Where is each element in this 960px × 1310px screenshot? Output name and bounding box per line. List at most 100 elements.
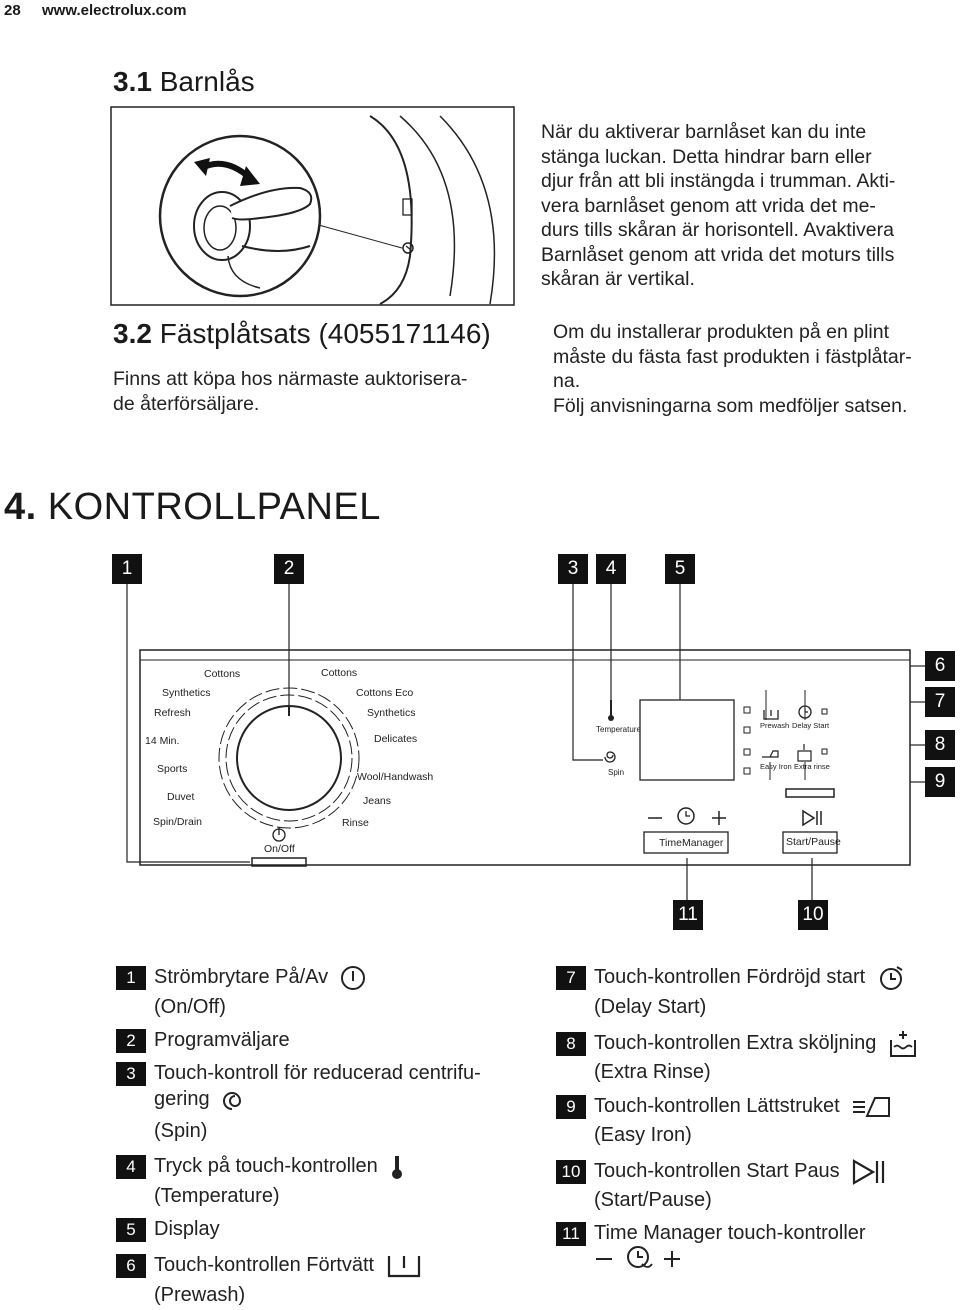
thermometer-icon xyxy=(392,1155,403,1179)
section-3-1-line: När du aktiverar barnlåset kan du inte xyxy=(541,121,867,143)
legend-item-5: 5 Display xyxy=(116,1214,220,1244)
program-label: Synthetics xyxy=(162,687,211,699)
legend-sub-row: gering xyxy=(154,1088,243,1111)
section-3-2-number: 3.2 xyxy=(113,318,152,349)
callout-1: 1 xyxy=(112,554,142,584)
section-3-2-left-text: Finns att köpa hos närmaste auktorisera-… xyxy=(113,367,533,416)
callout-11: 11 xyxy=(673,900,703,930)
section-3-1-line: Barnlåset genom att vrida det moturs til… xyxy=(541,243,895,266)
legend-number: 1 xyxy=(116,965,146,990)
legend-number: 7 xyxy=(556,965,586,990)
legend-item-3: 3 Touch-kontroll för reducerad centrifu- xyxy=(116,1058,481,1088)
spin-icon xyxy=(223,1091,242,1110)
legend-sub: (Easy Iron) xyxy=(594,1124,692,1146)
program-label: Jeans xyxy=(363,795,392,807)
program-label: Wool/Handwash xyxy=(357,771,434,783)
site-url: www.electrolux.com xyxy=(42,2,187,19)
section-3-1-line: skåran är vertikal. xyxy=(541,268,695,290)
section-3-1-line: durs tills skåran är horisontell. Avakti… xyxy=(541,219,894,241)
section-3-1-title: Barnlås xyxy=(159,66,255,97)
extra-rinse-label: Extra rinse xyxy=(794,762,830,771)
legend-text: Touch-kontrollen Extra sköljning xyxy=(594,1032,877,1054)
extra-rinse-icon xyxy=(889,1030,916,1057)
legend-number: 9 xyxy=(556,1094,586,1119)
section-4-title: KONTROLLPANEL xyxy=(47,486,381,528)
legend-item-10: 10 Touch-kontrollen Start Paus xyxy=(556,1156,887,1186)
program-label: 14 Min. xyxy=(145,735,180,747)
callout-2: 2 xyxy=(274,554,304,584)
legend-text: Touch-kontroll för reducerad centrifu- xyxy=(154,1062,481,1084)
legend-item-4: 4 Tryck på touch-kontrollen xyxy=(116,1151,405,1181)
legend-sub: (Prewash) xyxy=(154,1284,246,1306)
callout-9: 9 xyxy=(925,767,955,797)
legend-sub: (Start/Pause) xyxy=(594,1189,712,1211)
section-3-2-left-line: de återförsäljare. xyxy=(113,392,260,415)
time-manager-icon xyxy=(596,1246,680,1268)
callout-3: 3 xyxy=(558,554,588,584)
legend-item-7: 7 Touch-kontrollen Fördröjd start xyxy=(556,962,905,992)
section-3-2-right-line: Om du installerar produkten på en plint xyxy=(553,321,890,343)
easy-iron-icon xyxy=(853,1096,891,1117)
section-3-2-right-line: na. xyxy=(553,370,581,392)
callout-7: 7 xyxy=(925,687,955,717)
temperature-label: Temperature xyxy=(596,725,641,734)
section-3-2-heading: 3.2 Fästplåtsats (4055171146) xyxy=(113,318,491,350)
callout-8: 8 xyxy=(925,730,955,760)
legend-sub: (On/Off) xyxy=(154,996,226,1018)
start-pause-label: Start/Pause xyxy=(786,836,841,848)
legend-item-8: 8 Touch-kontrollen Extra sköljning xyxy=(556,1028,918,1058)
legend-item-9: 9 Touch-kontrollen Lättstruket xyxy=(556,1091,899,1121)
program-label: Sports xyxy=(157,763,188,775)
section-4-number: 4. xyxy=(4,486,37,528)
callout-6: 6 xyxy=(925,651,955,681)
program-label: Spin/Drain xyxy=(153,816,203,828)
section-3-1-line: djur från att bli instängda i trumman. A… xyxy=(541,170,896,192)
start-pause-icon xyxy=(853,1158,885,1185)
power-icon xyxy=(340,965,365,990)
section-3-1-line: vera barnlåset genom att vrida det me- xyxy=(541,194,876,217)
program-label: Delicates xyxy=(374,733,418,745)
control-panel-diagram xyxy=(126,584,925,900)
legend-text: Time Manager touch-kontroller xyxy=(594,1222,866,1244)
time-manager-label: TimeManager xyxy=(659,837,724,849)
section-3-1-heading: 3.1 Barnlås xyxy=(113,66,255,98)
section-3-2-right-line: Följ anvisningarna som medföljer satsen. xyxy=(553,394,908,417)
on-off-label: On/Off xyxy=(264,843,295,855)
section-3-2-right-line: måste du fästa fast produkten i fästplåt… xyxy=(553,345,912,368)
section-3-2-right-text: Om du installerar produkten på en plint … xyxy=(553,320,953,418)
program-label: Synthetics xyxy=(367,707,416,719)
legend-number: 8 xyxy=(556,1031,586,1056)
section-3-2-title: Fästplåtsats (4055171146) xyxy=(159,318,491,349)
program-label: Refresh xyxy=(154,707,191,719)
legend-number: 11 xyxy=(556,1221,586,1246)
legend-text: Touch-kontrollen Fördröjd start xyxy=(594,966,866,988)
page-number: 28 xyxy=(4,2,21,19)
legend-text: Display xyxy=(154,1218,220,1240)
legend-sub: (Delay Start) xyxy=(594,996,707,1018)
callout-4: 4 xyxy=(596,554,626,584)
legend-text: Tryck på touch-kontrollen xyxy=(154,1155,378,1177)
legend-number: 3 xyxy=(116,1061,146,1086)
legend-number: 4 xyxy=(116,1154,146,1179)
legend-item-1: 1 Strömbrytare På/Av xyxy=(116,962,366,992)
spin-label: Spin xyxy=(608,768,625,777)
section-3-1-number: 3.1 xyxy=(113,66,152,97)
legend-number: 2 xyxy=(116,1028,146,1053)
legend-sub: gering xyxy=(154,1088,210,1110)
legend-item-6: 6 Touch-kontrollen Förtvätt xyxy=(116,1250,422,1280)
section-3-2-left-line: Finns att köpa hos närmaste auktorisera- xyxy=(113,368,468,390)
legend-text: Touch-kontrollen Start Paus xyxy=(594,1160,840,1182)
program-label: Rinse xyxy=(342,817,369,829)
legend-number: 10 xyxy=(556,1159,586,1184)
prewash-label: Prewash xyxy=(760,721,790,730)
callout-10: 10 xyxy=(798,900,828,930)
legend-sub: (Extra Rinse) xyxy=(594,1061,711,1083)
legend-number: 5 xyxy=(116,1217,146,1242)
prewash-icon xyxy=(387,1255,420,1277)
legend-text: Touch-kontrollen Lättstruket xyxy=(594,1095,840,1117)
legend-text: Touch-kontrollen Förtvätt xyxy=(154,1254,375,1276)
legend-number: 6 xyxy=(116,1253,146,1278)
legend-text: Strömbrytare På/Av xyxy=(154,966,329,988)
callout-5: 5 xyxy=(665,554,695,584)
